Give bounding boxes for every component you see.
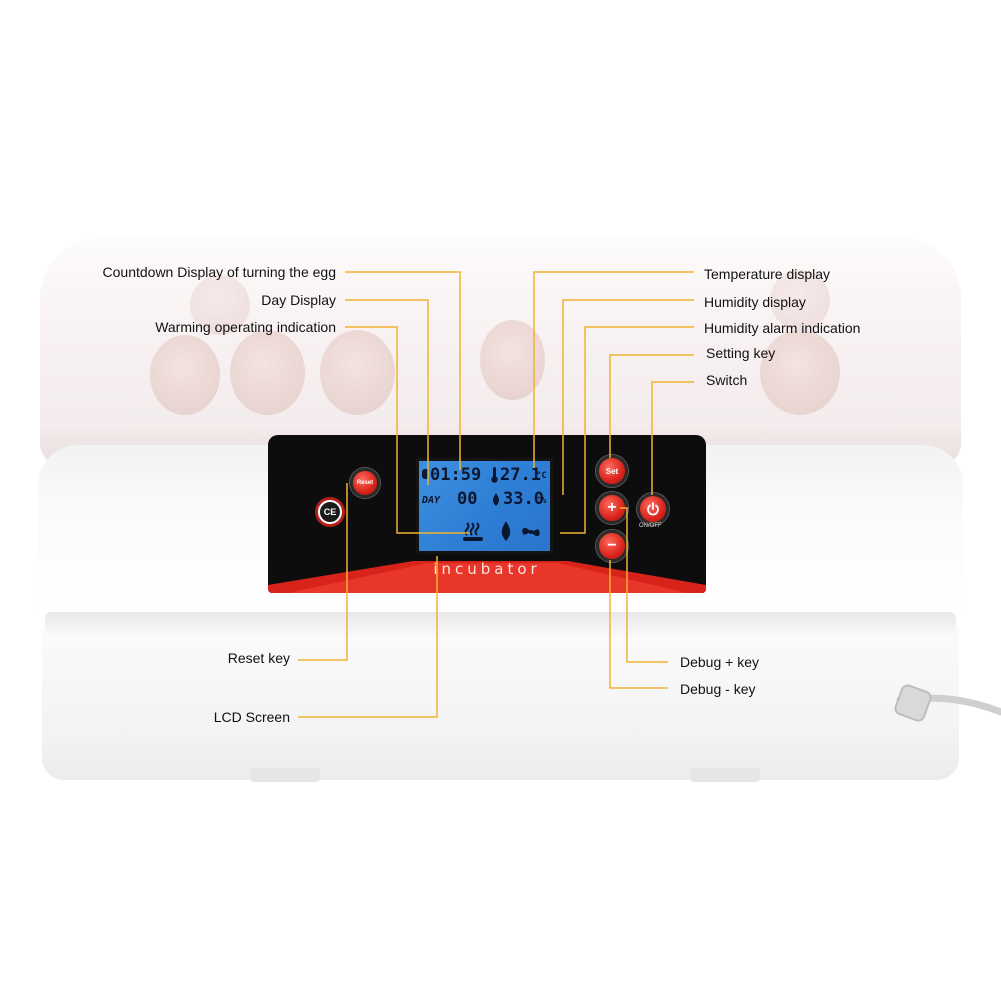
- day-value: 00: [457, 489, 478, 509]
- callout-reset-key: Reset key: [227, 650, 290, 666]
- callout-debug-minus: Debug - key: [680, 681, 756, 697]
- callout-switch: Switch: [706, 372, 748, 388]
- lcd-display-area: 01:59 27.1 °C DAY 00 33.0 %: [419, 461, 550, 551]
- leader-temperature: [533, 271, 694, 468]
- humidity-unit: %: [541, 496, 547, 506]
- leader-countdown: [345, 271, 461, 470]
- egg: [190, 275, 250, 335]
- brand-text: incubator: [433, 560, 541, 578]
- heating-icon: [461, 521, 485, 543]
- timer-dot-icon: [422, 469, 428, 479]
- callout-humidity: Humidity display: [704, 294, 806, 310]
- power-icon: [647, 502, 659, 516]
- foot: [250, 768, 320, 782]
- temperature-unit: °C: [536, 471, 547, 481]
- set-button[interactable]: Set: [596, 455, 628, 487]
- debug-minus-button[interactable]: −: [596, 530, 628, 562]
- leader-humidity: [562, 299, 694, 495]
- leader-debug-plus: [620, 507, 668, 663]
- leader-lcd: [298, 556, 438, 718]
- leader-setting: [609, 354, 694, 458]
- thermometer-icon: [491, 467, 498, 483]
- day-label: DAY: [422, 495, 441, 506]
- base-rim: [45, 612, 956, 634]
- callout-temperature: Temperature display: [704, 266, 831, 282]
- leader-reset: [298, 483, 348, 661]
- leader-debug-minus: [609, 560, 668, 689]
- power-caption: ON/OFF: [639, 523, 662, 529]
- humidity-alarm-drop-icon: [499, 521, 513, 543]
- callout-humidity-alarm: Humidity alarm indication: [704, 320, 861, 336]
- lcd-screen: 01:59 27.1 °C DAY 00 33.0 %: [416, 458, 553, 554]
- callout-warming: Warming operating indication: [155, 319, 336, 335]
- power-button[interactable]: [637, 493, 669, 525]
- callout-countdown: Countdown Display of turning the egg: [102, 264, 336, 280]
- egg: [230, 330, 305, 415]
- reset-button[interactable]: Reset: [350, 468, 380, 498]
- egg: [150, 335, 220, 415]
- foot: [690, 768, 760, 782]
- callout-day: Day Display: [261, 292, 336, 308]
- callout-debug-plus: Debug + key: [680, 654, 759, 670]
- leader-humidity-alarm: [560, 326, 694, 534]
- egg: [760, 330, 840, 415]
- leader-day: [345, 299, 429, 485]
- temperature-value: 27.1: [500, 465, 541, 485]
- egg: [320, 330, 395, 415]
- humidity-value: 33.0: [503, 489, 544, 509]
- leader-switch: [651, 381, 694, 495]
- callout-lcd-screen: LCD Screen: [213, 709, 290, 725]
- fan-icon: [519, 521, 543, 543]
- egg: [770, 270, 830, 330]
- control-panel: incubator CE Reset 01:59 27.1 °C DAY 00 …: [268, 435, 706, 593]
- countdown-value: 01:59: [430, 465, 482, 485]
- callout-setting-key: Setting key: [706, 345, 776, 361]
- red-accent-wedge: [268, 561, 706, 593]
- water-drop-icon: [491, 493, 501, 507]
- incubator-lower-base: [42, 625, 959, 780]
- leader-warming: [345, 326, 470, 534]
- ce-mark-icon: CE: [318, 500, 342, 524]
